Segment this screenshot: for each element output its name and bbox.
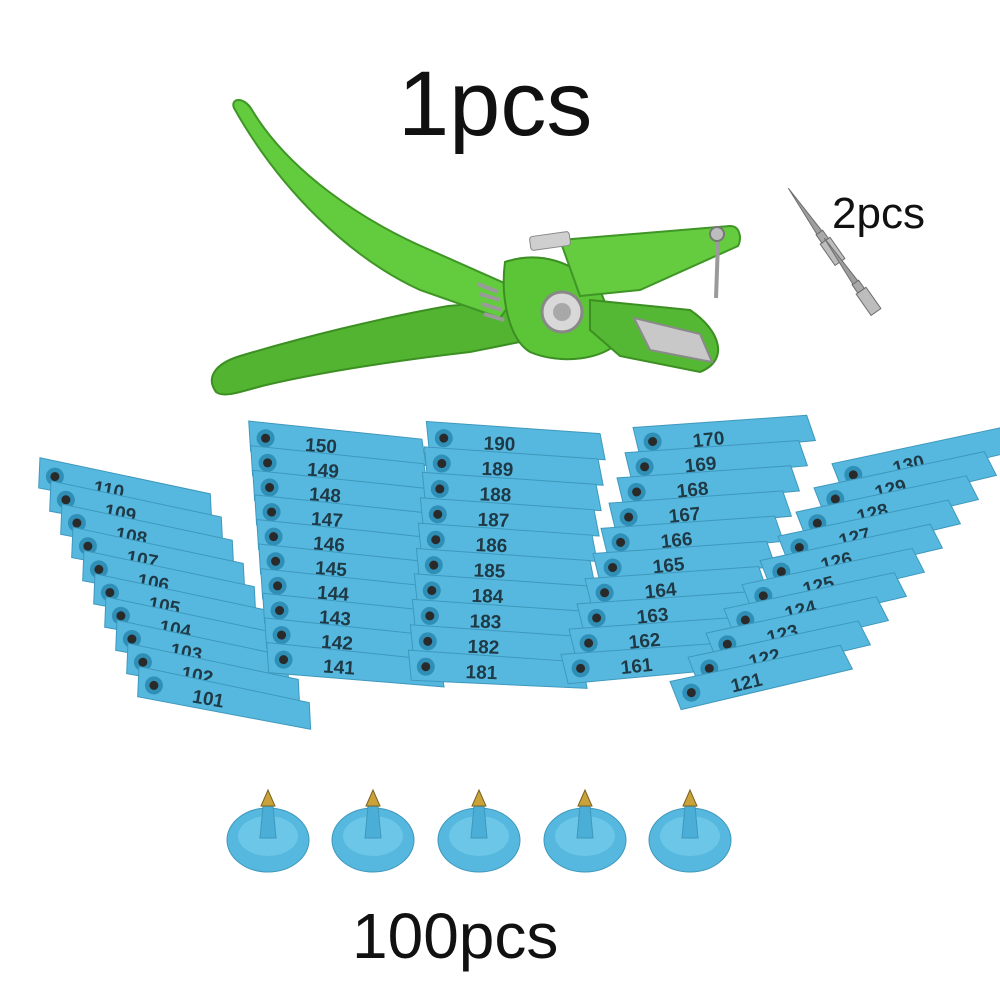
spare-needles	[787, 187, 882, 317]
ear-tag: 101	[137, 665, 312, 730]
ear-tag: 167	[608, 490, 793, 534]
tag-number: 183	[469, 611, 501, 633]
button-tag	[437, 788, 521, 873]
tag-number: 190	[483, 434, 515, 456]
button-ear-tags	[226, 788, 732, 873]
tag-quantity-caption: 100pcs	[352, 900, 559, 972]
ear-tag: 166	[600, 515, 785, 559]
ear-tag: 161	[560, 641, 745, 685]
ear-tag: 181	[407, 649, 588, 689]
button-tag	[648, 788, 732, 873]
ear-tag: 187	[419, 497, 600, 537]
button-tag	[543, 788, 627, 873]
screw-icon	[709, 226, 725, 242]
tag-number: 187	[477, 510, 509, 532]
tag-number: 182	[467, 637, 499, 659]
tag-number: 188	[479, 484, 511, 506]
tag-number: 184	[471, 586, 504, 608]
needle-quantity-caption: 2pcs	[832, 189, 925, 238]
button-tag	[331, 788, 415, 873]
applicator-quantity-caption: 1pcs	[398, 53, 593, 155]
tag-number: 101	[191, 686, 226, 712]
numbered-ear-tag-strips: 1101091081071061051041031021011501491481…	[38, 414, 1000, 730]
tag-number: 141	[322, 656, 356, 679]
button-tag	[226, 788, 310, 873]
tag-number: 189	[481, 459, 513, 481]
tag-strip: 190 189 188 187 186 185 184 183 182 181	[407, 420, 606, 689]
tag-number: 161	[620, 655, 654, 679]
tag-number: 181	[465, 662, 498, 684]
tag-number: 186	[475, 535, 507, 557]
tag-number: 185	[473, 561, 506, 583]
ear-tag: 141	[266, 641, 445, 688]
ear-tag: 170	[632, 414, 817, 458]
ear-tag-applicator-pliers	[210, 99, 741, 396]
